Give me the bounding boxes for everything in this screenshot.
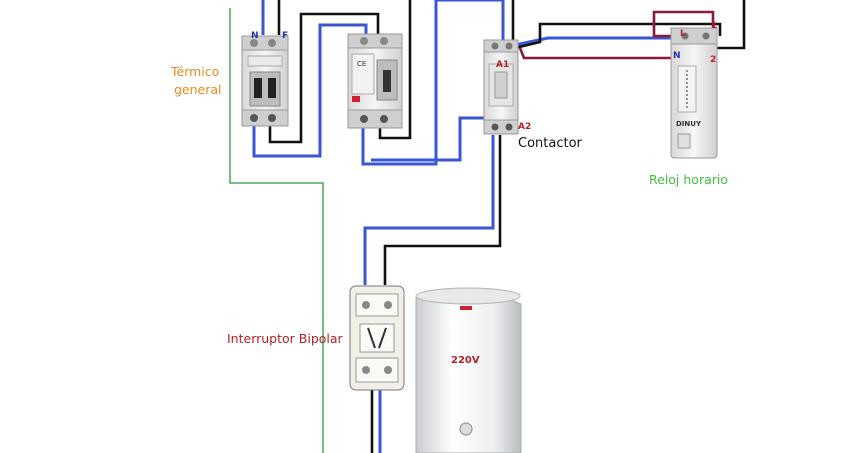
- terminal-a1-label: A1: [496, 60, 509, 70]
- rcd-ce-mark: CE: [357, 60, 366, 68]
- terminal-n-label: N: [251, 31, 259, 41]
- terminal-timer-n-label: N: [673, 51, 681, 61]
- contactor-label: Contactor: [518, 136, 583, 151]
- interruptor-label: Interruptor Bipolar: [227, 331, 344, 346]
- contactor-device: [483, 39, 519, 135]
- reloj-label: Reloj horario: [649, 172, 728, 187]
- terminal-f-label: F: [282, 31, 288, 41]
- terminal-2-label: 2: [710, 55, 716, 65]
- termico-label-line2: general: [174, 82, 222, 97]
- bipolar-switch-device: [349, 285, 405, 391]
- timer-brand-label: DINUY: [676, 120, 702, 128]
- terminal-1-label: 1: [711, 21, 717, 31]
- heater-voltage-label: 220V: [451, 355, 480, 366]
- residual-current-device: CE: [347, 33, 403, 129]
- timer-device: DINUY: [670, 27, 718, 159]
- black-wires: [268, 0, 746, 453]
- water-heater: [415, 287, 522, 453]
- main-breaker: [241, 35, 289, 127]
- terminal-l-label: L: [680, 29, 686, 39]
- termico-label-line1: Térmico: [170, 64, 219, 79]
- earth-wire: [229, 8, 324, 453]
- terminal-a2-label: A2: [518, 122, 531, 132]
- blue-wires: [252, 0, 685, 453]
